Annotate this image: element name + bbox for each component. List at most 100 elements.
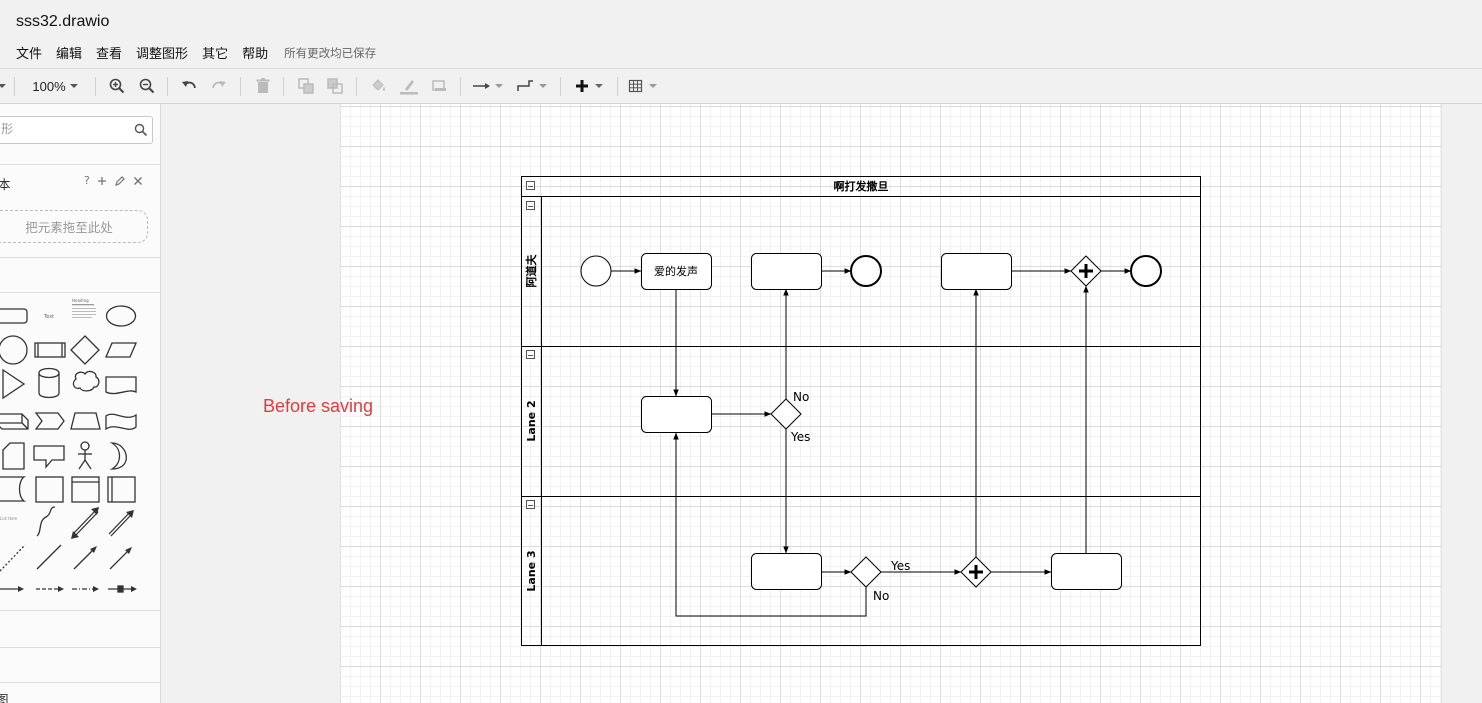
lane-collapse-button[interactable]: −: [526, 500, 535, 511]
collapse-glyph: −: [527, 182, 534, 191]
list-item-shape[interactable]: List Item: [0, 516, 17, 521]
menu-arrange[interactable]: 调整图形: [136, 47, 189, 62]
lane-collapse-button[interactable]: −: [526, 201, 535, 212]
zoom-dropdown[interactable]: 100%: [26, 69, 86, 103]
collapse-glyph: −: [527, 202, 534, 211]
zoom-out-icon[interactable]: [136, 69, 158, 103]
end-event[interactable]: [1130, 255, 1162, 287]
pool-title[interactable]: 啊打发撒旦: [834, 179, 889, 193]
square-shape[interactable]: [35, 476, 64, 503]
tape-shape[interactable]: [105, 413, 137, 431]
edge-label-no[interactable]: No: [873, 589, 889, 603]
shadow-icon[interactable]: [428, 69, 450, 103]
general-shapes-palette: Text Heading List Item: [0, 298, 137, 593]
callout-shape[interactable]: [33, 445, 65, 469]
triangle-shape[interactable]: [2, 368, 26, 400]
cloud-shape[interactable]: [72, 370, 100, 392]
menu-help[interactable]: 帮助: [242, 47, 269, 62]
line-color-icon[interactable]: [397, 69, 421, 103]
view-dropdown-icon[interactable]: [0, 69, 8, 103]
exclusive-gateway[interactable]: [850, 556, 882, 588]
search-icon[interactable]: [134, 123, 148, 137]
waypoints-dropdown[interactable]: [515, 69, 551, 103]
container-shape[interactable]: [71, 476, 100, 503]
end-event[interactable]: [850, 255, 882, 287]
waypoint-icon: [517, 80, 547, 91]
trapezoid-shape[interactable]: [70, 412, 101, 430]
card-shape[interactable]: [2, 442, 25, 470]
document-title[interactable]: sss32.drawio: [16, 13, 110, 30]
rounded-rectangle-shape[interactable]: [0, 308, 28, 324]
task[interactable]: [641, 253, 712, 290]
edge-label-yes[interactable]: Yes: [790, 430, 810, 444]
cylinder-shape[interactable]: [38, 367, 60, 399]
diagram-page[interactable]: [340, 104, 1442, 703]
pool[interactable]: [521, 176, 1201, 646]
toolbar-separator: [617, 77, 618, 96]
diamond-shape[interactable]: [70, 335, 100, 365]
task[interactable]: [641, 396, 712, 433]
zoom-label: 100%: [32, 78, 66, 94]
menu-file[interactable]: 文件: [16, 47, 43, 62]
scratchpad-title[interactable]: 本: [0, 174, 11, 193]
lane-label-1[interactable]: 阿道夫: [524, 254, 538, 288]
line-shape[interactable]: [36, 544, 62, 570]
close-icon[interactable]: [133, 176, 143, 186]
zoom-in-icon[interactable]: [106, 69, 128, 103]
add-icon[interactable]: [97, 176, 107, 186]
save-status: 所有更改均已保存: [284, 45, 377, 60]
annotation-text: Before saving: [263, 396, 374, 416]
menu-extras[interactable]: 其它: [202, 47, 229, 62]
edit-icon[interactable]: [114, 175, 126, 187]
internal-storage-shape[interactable]: [107, 476, 136, 503]
to-back-icon[interactable]: [324, 69, 346, 103]
edge[interactable]: [673, 432, 867, 617]
redo-icon[interactable]: [208, 69, 230, 103]
menu-edit[interactable]: 编辑: [56, 47, 83, 62]
document-shape[interactable]: [105, 376, 137, 395]
task-label[interactable]: 爱的发声: [654, 264, 698, 278]
shapes-sidebar: 本 ? 把元素拖至此处: [0, 104, 161, 703]
to-front-icon[interactable]: [295, 69, 317, 103]
delete-icon[interactable]: [252, 69, 274, 103]
exclusive-gateway[interactable]: [770, 398, 802, 430]
lane-label-3[interactable]: Lane 3: [525, 550, 538, 591]
task[interactable]: [751, 553, 822, 590]
process-shape[interactable]: [34, 342, 66, 358]
text-shape[interactable]: Text: [43, 314, 54, 320]
pool-collapse-button[interactable]: −: [526, 181, 535, 192]
lane-collapse-button[interactable]: −: [526, 350, 535, 361]
toolbar-separator: [460, 77, 461, 96]
sidebar-section-label[interactable]: 图: [0, 689, 9, 703]
delay-shape[interactable]: [0, 476, 27, 502]
edge-label-yes[interactable]: Yes: [890, 559, 910, 573]
edge-label-no[interactable]: No: [793, 390, 809, 404]
lane-label-2[interactable]: Lane 2: [525, 400, 538, 441]
toolbar-separator: [560, 77, 561, 96]
task[interactable]: [941, 253, 1012, 290]
start-event[interactable]: [580, 255, 612, 287]
insert-dropdown[interactable]: [570, 69, 606, 103]
toolbar-separator: [14, 77, 15, 96]
curve-shape[interactable]: [36, 506, 56, 537]
menu-view[interactable]: 查看: [96, 47, 123, 62]
shape-search[interactable]: [0, 116, 153, 144]
scratchpad-drop-zone[interactable]: 把元素拖至此处: [0, 210, 148, 243]
table-dropdown[interactable]: [627, 69, 663, 103]
arrow-line-shape[interactable]: [73, 548, 95, 570]
search-input[interactable]: [1, 122, 121, 136]
circle-shape[interactable]: [0, 335, 28, 365]
task[interactable]: [1051, 553, 1122, 590]
ellipse-shape[interactable]: [105, 305, 137, 327]
undo-icon[interactable]: [178, 69, 200, 103]
heading-shape[interactable]: Heading: [72, 298, 89, 303]
task[interactable]: [751, 253, 822, 290]
step-shape[interactable]: [34, 412, 65, 430]
sidebar-divider: [0, 647, 160, 648]
or-shape[interactable]: [109, 442, 127, 470]
fill-color-icon[interactable]: [367, 69, 389, 103]
connection-style-dropdown[interactable]: [471, 69, 507, 103]
parallelogram-shape[interactable]: [105, 342, 137, 358]
help-icon[interactable]: ?: [84, 174, 90, 187]
